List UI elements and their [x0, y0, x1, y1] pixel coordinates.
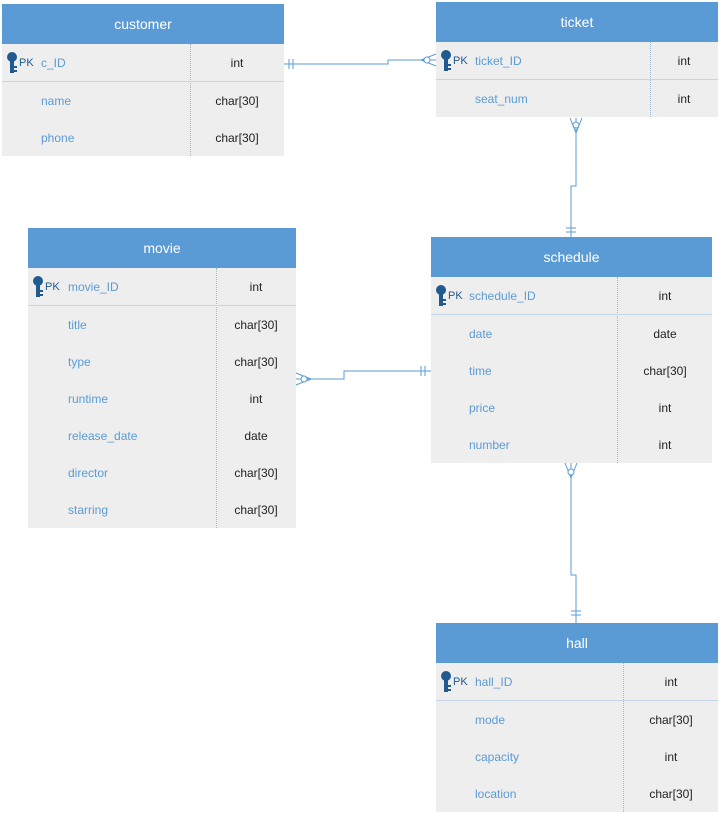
pk-label: PK: [453, 675, 468, 688]
key-icon: [441, 49, 451, 71]
field-row[interactable]: starring char[30]: [28, 491, 296, 528]
field-row[interactable]: date date: [431, 315, 712, 352]
column-divider: [623, 663, 624, 812]
column-divider: [617, 277, 618, 463]
field-name: schedule_ID: [469, 288, 536, 303]
field-name: runtime: [68, 391, 109, 406]
field-type: int: [677, 53, 691, 68]
pk-marker: PK: [440, 663, 468, 700]
pk-label: PK: [453, 54, 468, 67]
field-row[interactable]: phone char[30]: [2, 119, 284, 156]
field-row[interactable]: title char[30]: [28, 306, 296, 343]
field-row[interactable]: seat_num int: [436, 80, 718, 117]
field-row[interactable]: type char[30]: [28, 343, 296, 380]
field-row[interactable]: PK c_ID int: [2, 44, 284, 82]
entity-title: schedule: [431, 237, 712, 277]
field-type: int: [658, 437, 672, 452]
field-name: release_date: [68, 428, 138, 443]
field-type: char[30]: [215, 130, 259, 145]
field-name: ticket_ID: [475, 53, 522, 68]
field-type: char[30]: [215, 93, 259, 108]
field-row[interactable]: PK ticket_ID int: [436, 42, 718, 80]
field-name: number: [469, 437, 510, 452]
field-type: date: [653, 326, 677, 341]
field-type: int: [664, 749, 678, 764]
pk-label: PK: [45, 280, 60, 293]
pk-label: PK: [448, 289, 463, 302]
field-name: seat_num: [475, 91, 528, 106]
field-row[interactable]: mode char[30]: [436, 701, 718, 738]
pk-label: PK: [19, 56, 34, 69]
entity-title: hall: [436, 623, 718, 663]
field-name: date: [469, 326, 493, 341]
field-row[interactable]: capacity int: [436, 738, 718, 775]
field-type: char[30]: [649, 712, 693, 727]
entity-hall[interactable]: hall PK hall_ID int mode char[30] capaci…: [436, 623, 718, 812]
connector-ticket-schedule[interactable]: [566, 117, 583, 238]
field-name: c_ID: [41, 55, 66, 70]
field-row[interactable]: release_date date: [28, 417, 296, 454]
field-type: char[30]: [234, 354, 278, 369]
field-type: char[30]: [234, 465, 278, 480]
field-name: starring: [68, 502, 109, 517]
field-row[interactable]: PK movie_ID int: [28, 268, 296, 306]
key-icon: [436, 284, 446, 306]
field-type: char[30]: [234, 317, 278, 332]
entity-ticket[interactable]: ticket PK ticket_ID int seat_num int: [436, 2, 718, 117]
field-name: title: [68, 317, 87, 332]
entity-title: customer: [2, 4, 284, 44]
entity-movie[interactable]: movie PK movie_ID int title char[30] typ…: [28, 228, 296, 528]
pk-marker: PK: [6, 44, 34, 81]
field-name: time: [469, 363, 492, 378]
field-type: int: [658, 288, 672, 303]
field-name: hall_ID: [475, 674, 513, 689]
connector-schedule-hall[interactable]: [564, 462, 581, 623]
field-type: int: [677, 91, 691, 106]
field-name: phone: [41, 130, 75, 145]
field-row[interactable]: director char[30]: [28, 454, 296, 491]
field-row[interactable]: price int: [431, 389, 712, 426]
field-name: capacity: [475, 749, 520, 764]
field-name: name: [41, 93, 72, 108]
key-icon: [7, 51, 17, 73]
field-row[interactable]: time char[30]: [431, 352, 712, 389]
connector-customer-ticket[interactable]: [284, 53, 437, 69]
entity-customer[interactable]: customer PK c_ID int name char[30] phone…: [2, 4, 284, 156]
entity-title: movie: [28, 228, 296, 268]
field-type: int: [249, 391, 263, 406]
connector-movie-schedule[interactable]: [295, 366, 431, 386]
field-type: int: [249, 279, 263, 294]
field-type: char[30]: [649, 786, 693, 801]
pk-marker: PK: [440, 42, 468, 79]
field-type: int: [664, 674, 678, 689]
field-row[interactable]: PK schedule_ID int: [431, 277, 712, 315]
field-type: char[30]: [643, 363, 687, 378]
key-icon: [441, 670, 451, 692]
field-row[interactable]: runtime int: [28, 380, 296, 417]
field-row[interactable]: number int: [431, 426, 712, 463]
field-name: mode: [475, 712, 506, 727]
field-name: director: [68, 465, 109, 480]
field-name: type: [68, 354, 91, 369]
field-row[interactable]: name char[30]: [2, 82, 284, 119]
field-type: int: [658, 400, 672, 415]
field-name: movie_ID: [68, 279, 119, 294]
field-type: char[30]: [234, 502, 278, 517]
pk-marker: PK: [435, 277, 463, 314]
key-icon: [33, 275, 43, 297]
column-divider: [190, 44, 191, 156]
field-row[interactable]: location char[30]: [436, 775, 718, 812]
pk-marker: PK: [32, 268, 60, 305]
entity-title: ticket: [436, 2, 718, 42]
field-row[interactable]: PK hall_ID int: [436, 663, 718, 701]
field-type: int: [230, 55, 244, 70]
field-type: date: [244, 428, 268, 443]
entity-schedule[interactable]: schedule PK schedule_ID int date date ti…: [431, 237, 712, 463]
field-name: price: [469, 400, 496, 415]
column-divider: [216, 268, 217, 528]
field-name: location: [475, 786, 517, 801]
